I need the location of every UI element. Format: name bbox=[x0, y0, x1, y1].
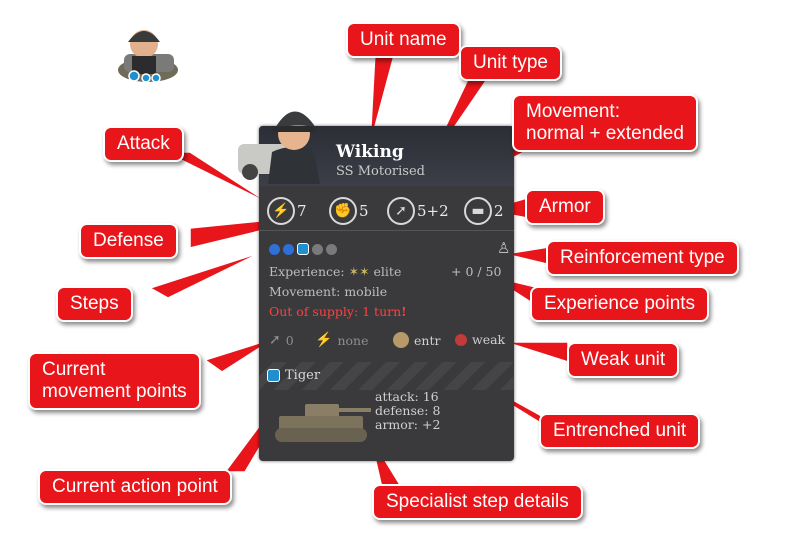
callout-current-movement-points: Current movement points bbox=[28, 352, 201, 410]
specialist-icon bbox=[267, 369, 280, 382]
callout-experience-points: Experience points bbox=[530, 286, 710, 322]
armor-value: 2 bbox=[494, 202, 504, 220]
callout-specialist-step-details: Specialist step details bbox=[372, 484, 583, 520]
callout-defense: Defense bbox=[79, 223, 178, 259]
entrenched-status: entr bbox=[393, 332, 440, 348]
movement-value: 5+2 bbox=[417, 202, 449, 220]
callout-attack: Attack bbox=[103, 126, 184, 162]
callout-movement-line2: normal + extended bbox=[526, 123, 684, 144]
unit-portrait bbox=[238, 111, 320, 184]
callout-weak-unit: Weak unit bbox=[567, 342, 680, 378]
specialist-defense: defense: 8 bbox=[375, 403, 441, 418]
experience-label: Experience: bbox=[269, 264, 345, 279]
entrenched-icon bbox=[393, 332, 409, 348]
attack-value: 7 bbox=[297, 202, 307, 220]
pointer-steps bbox=[149, 251, 263, 299]
attack-stat: ⚡ 7 bbox=[267, 196, 307, 226]
experience-rank-icon: ✶✶ bbox=[348, 264, 370, 279]
unit-name: Wiking bbox=[336, 142, 404, 162]
callout-current-action-point: Current action point bbox=[38, 469, 232, 505]
movement-points-value: 0 bbox=[285, 332, 294, 348]
step-full bbox=[283, 243, 294, 255]
action-point-value: none bbox=[337, 332, 369, 348]
reinforcement-icon: ♙ bbox=[497, 239, 511, 257]
callout-armor: Armor bbox=[525, 189, 605, 225]
callout-entrenched-unit: Entrenched unit bbox=[539, 413, 701, 449]
pointer-weak-unit bbox=[504, 341, 569, 363]
current-action-point: ⚡ none bbox=[315, 332, 368, 348]
callout-current-mp-line2: movement points bbox=[42, 381, 187, 402]
weak-label: weak bbox=[472, 332, 506, 347]
specialist-name: Tiger bbox=[285, 368, 321, 383]
supply-exclaim: ! bbox=[401, 304, 407, 319]
experience-points: + 0 / 50 bbox=[451, 264, 502, 279]
movement-type: mobile bbox=[344, 284, 388, 299]
callout-movement: Movement: normal + extended bbox=[512, 94, 698, 152]
pointer-current-mp bbox=[204, 337, 276, 373]
attack-icon: ⚡ bbox=[267, 197, 295, 225]
callout-reinforcement-type: Reinforcement type bbox=[546, 240, 739, 276]
armor-icon: ▬ bbox=[464, 197, 492, 225]
supply-warning: Out of supply: 1 turn! bbox=[269, 304, 407, 319]
steps-row bbox=[269, 243, 337, 255]
callout-movement-line1: Movement: bbox=[526, 101, 620, 122]
experience-line: Experience: ✶✶ elite bbox=[269, 264, 401, 279]
movement-line: Movement: mobile bbox=[269, 284, 387, 299]
specialist-stats: attack: 16 defense: 8 armor: +2 bbox=[375, 390, 440, 432]
callout-unit-name: Unit name bbox=[346, 22, 461, 58]
unit-counter-icon bbox=[118, 30, 178, 83]
action-point-icon: ⚡ bbox=[315, 332, 333, 348]
current-movement-points: ➚ 0 bbox=[269, 332, 294, 348]
tank-icon bbox=[275, 404, 371, 442]
divider bbox=[259, 230, 514, 231]
experience-rank: elite bbox=[373, 264, 402, 279]
step-empty bbox=[326, 243, 337, 255]
callout-current-mp-line1: Current bbox=[42, 359, 106, 380]
entrenched-label: entr bbox=[414, 332, 441, 348]
defense-stat: ✊ 5 bbox=[329, 196, 369, 226]
defense-value: 5 bbox=[359, 202, 369, 220]
callout-unit-type: Unit type bbox=[459, 45, 562, 81]
specialist-header bbox=[259, 362, 514, 390]
specialist-armor: armor: +2 bbox=[375, 417, 441, 432]
movement-icon: ➚ bbox=[387, 197, 415, 225]
movement-points-icon: ➚ bbox=[269, 332, 281, 348]
step-empty bbox=[312, 243, 323, 255]
specialist-attack: attack: 16 bbox=[375, 389, 439, 404]
callout-steps: Steps bbox=[56, 286, 133, 322]
movement-stat: ➚ 5+2 bbox=[387, 196, 449, 226]
defense-icon: ✊ bbox=[329, 197, 357, 225]
weak-status: weak bbox=[455, 332, 505, 347]
step-full bbox=[269, 243, 280, 255]
armor-stat: ▬ 2 bbox=[464, 196, 504, 226]
weak-icon bbox=[455, 333, 467, 346]
supply-warning-text: Out of supply: 1 turn bbox=[269, 304, 402, 319]
step-specialist bbox=[297, 243, 309, 255]
movement-label: Movement: bbox=[269, 284, 341, 299]
unit-type: SS Motorised bbox=[336, 164, 425, 179]
